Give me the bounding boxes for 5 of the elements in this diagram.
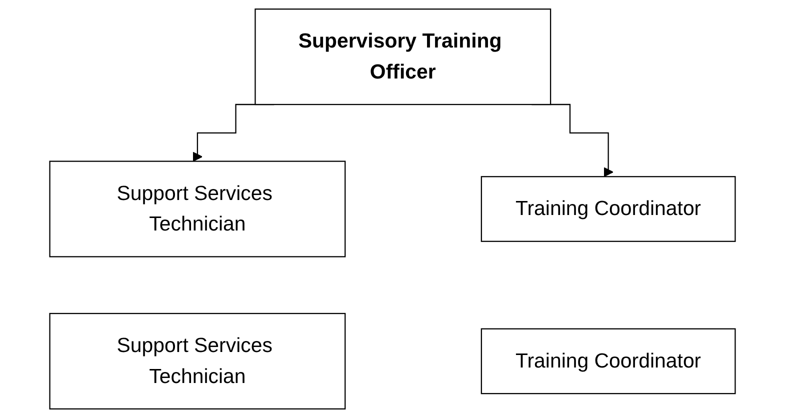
node-box: Support Services Technician	[49, 312, 346, 410]
node-box: Training Coordinator	[480, 328, 736, 394]
node-box: Support Services Technician	[49, 160, 346, 258]
node-box: Supervisory Training Officer	[254, 8, 552, 106]
node-box: Training Coordinator	[480, 176, 736, 242]
